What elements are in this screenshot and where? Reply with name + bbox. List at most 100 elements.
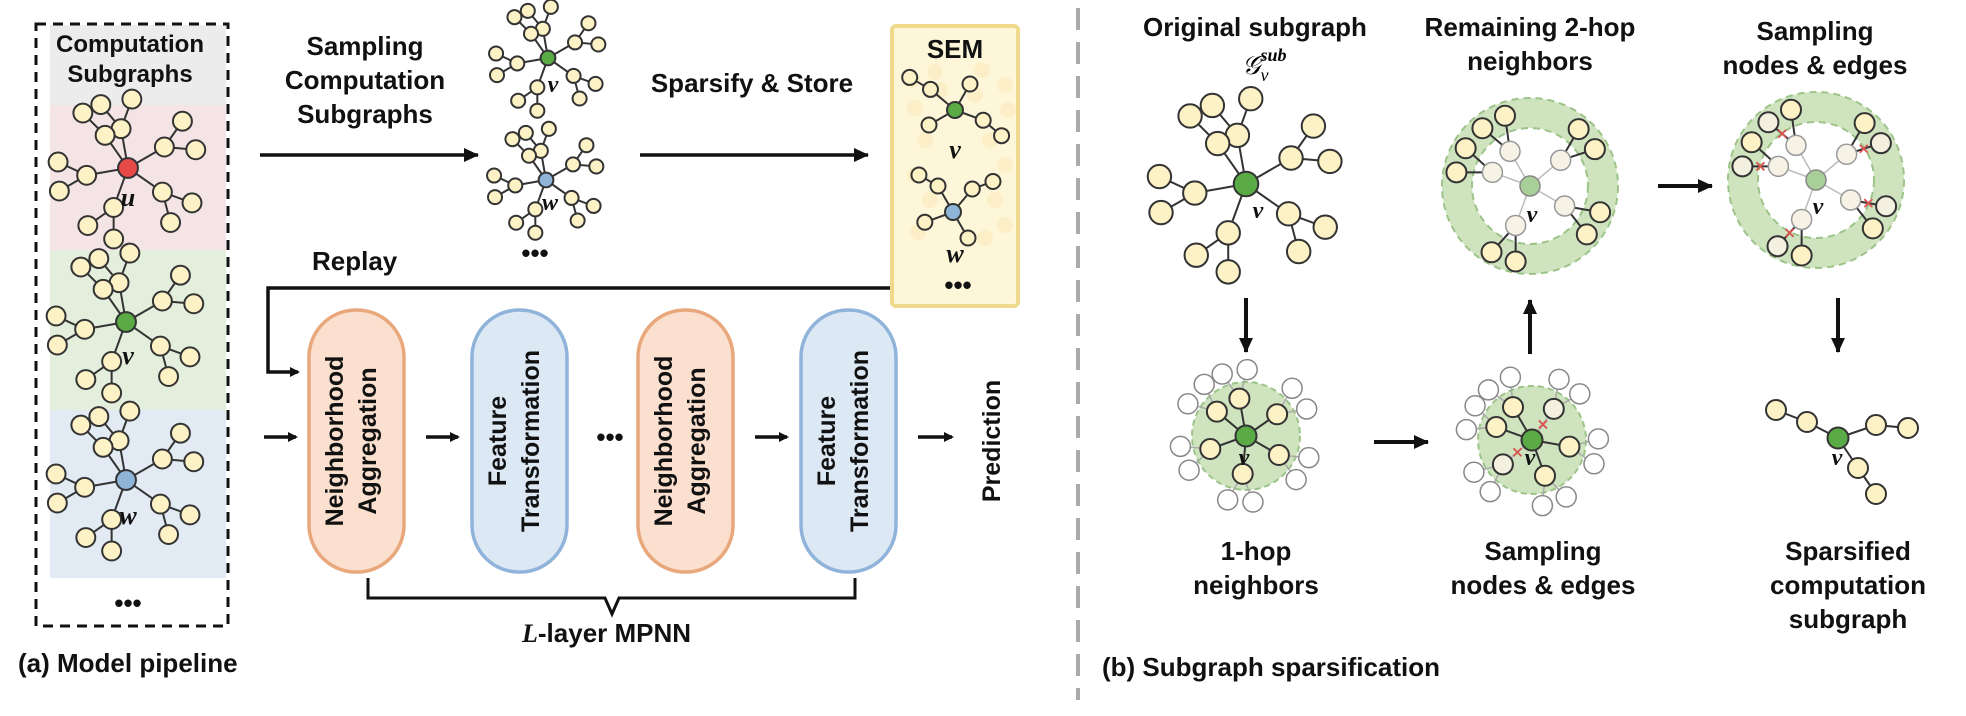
sem-w-label: w [946,239,964,268]
graph-node [1199,92,1226,119]
sampled-w-label: w [542,190,559,216]
graph-node-faded [1463,461,1485,483]
graph-center-node [539,49,557,67]
subgraph-w [45,400,205,562]
subgraph-u [47,88,207,250]
onehop-title-line1: 1-hop [1221,536,1292,566]
graph-node [580,15,597,32]
sampled-subgraph-w [486,120,605,241]
replay-arrow [266,286,890,377]
graph-node [76,164,98,186]
sem-more-ellipsis: ••• [944,270,971,300]
sparsified-title-line3: subgraph [1789,604,1907,634]
subgraph-v [45,242,205,404]
graph-node [101,382,123,404]
sampling-label-line3: Subgraphs [297,99,433,129]
graph-node [1865,483,1887,505]
graph-node [527,224,544,241]
remaining-title-line2: neighbors [1467,46,1593,76]
graph-node [47,151,69,173]
graph-center-node [537,171,555,189]
graph-node [984,172,1002,190]
mpnn-block-3: Neighborhood Aggregation [636,308,735,574]
mpnn-brace [366,578,857,618]
graph-node-faded [1178,459,1200,481]
graph-node [1542,397,1565,420]
graph-node [963,180,981,198]
graph-node [1182,180,1208,206]
graph-node [46,492,68,514]
graph-node [1266,403,1289,426]
graph-node [119,242,141,264]
graph-center-node [1234,424,1258,448]
graph-center-node [1826,426,1850,450]
graph-node [920,116,938,134]
graph-node [1215,259,1241,285]
panel-b-caption: (b) Subgraph sparsification [1102,652,1440,682]
sem-title: SEM [927,34,983,64]
graph-node [590,36,607,53]
sparsified-v-label: v [1832,445,1843,471]
graph-node [72,102,94,124]
dropped-edge-mark [1755,161,1766,171]
sem-ghost-node [987,192,1003,208]
subgraph-v-label: v [122,341,134,370]
graph-node [486,189,504,206]
graph-node [565,67,582,84]
graph-node [921,80,939,98]
graph-node [588,158,605,175]
graph-node-faded [1242,491,1264,513]
graph-node [519,2,536,19]
graph-node [1267,444,1290,466]
graph-node [158,524,180,545]
graph-node [578,137,595,154]
graph-center-node [1232,170,1260,198]
graph-node [1231,462,1254,485]
graph-node [1583,138,1606,161]
graph-node [1865,414,1887,436]
graph-node [569,212,586,229]
graph-node [1205,400,1228,423]
graph-node [1285,238,1312,265]
graph-node-faded [1555,486,1577,508]
original-subgraph-title: Original subgraph [1143,12,1367,42]
graph-node [509,55,526,72]
graph-node [1148,199,1174,226]
graph-node [158,366,180,387]
graph-node [488,45,505,62]
sampling-label-line2: Computation [285,65,445,95]
graph-node [1766,235,1789,258]
graph-center-node [1805,169,1827,191]
graph-node-faded [1499,140,1521,163]
graph-node-faded [1504,214,1527,237]
graph-node [1558,435,1581,458]
block4-line2: Transformation [846,350,874,532]
graph-node [520,147,538,164]
graph-node [46,334,68,356]
sampling-top-title-line2: nodes & edges [1723,50,1908,80]
graph-node [1204,130,1231,157]
sampling-2hop-graph [1727,91,1905,269]
graph-node-faded [1211,363,1233,385]
sem-ghost-node [997,217,1013,233]
mpnn-block-4: Feature Transformation [799,308,898,574]
subgraph-u-background [50,105,226,250]
graph-node [1146,163,1173,190]
graph-node-faded [1295,398,1318,420]
block2-line1: Feature [484,396,512,486]
graph-node [160,212,182,233]
graph-node [565,156,582,173]
graph-center-node [1519,175,1541,197]
dropped-edge-mark [1512,447,1523,457]
sampling-top-v-label: v [1813,194,1824,220]
graph-node [585,197,602,214]
graph-center-node [115,469,137,491]
graph-node [1177,103,1203,129]
graph-node [149,493,171,515]
graph-node [181,192,203,214]
graph-node [1480,241,1503,264]
graph-node [1575,223,1598,246]
graph-node [179,346,201,368]
graph-node [1765,399,1787,421]
sem-ghost-node [997,77,1013,93]
